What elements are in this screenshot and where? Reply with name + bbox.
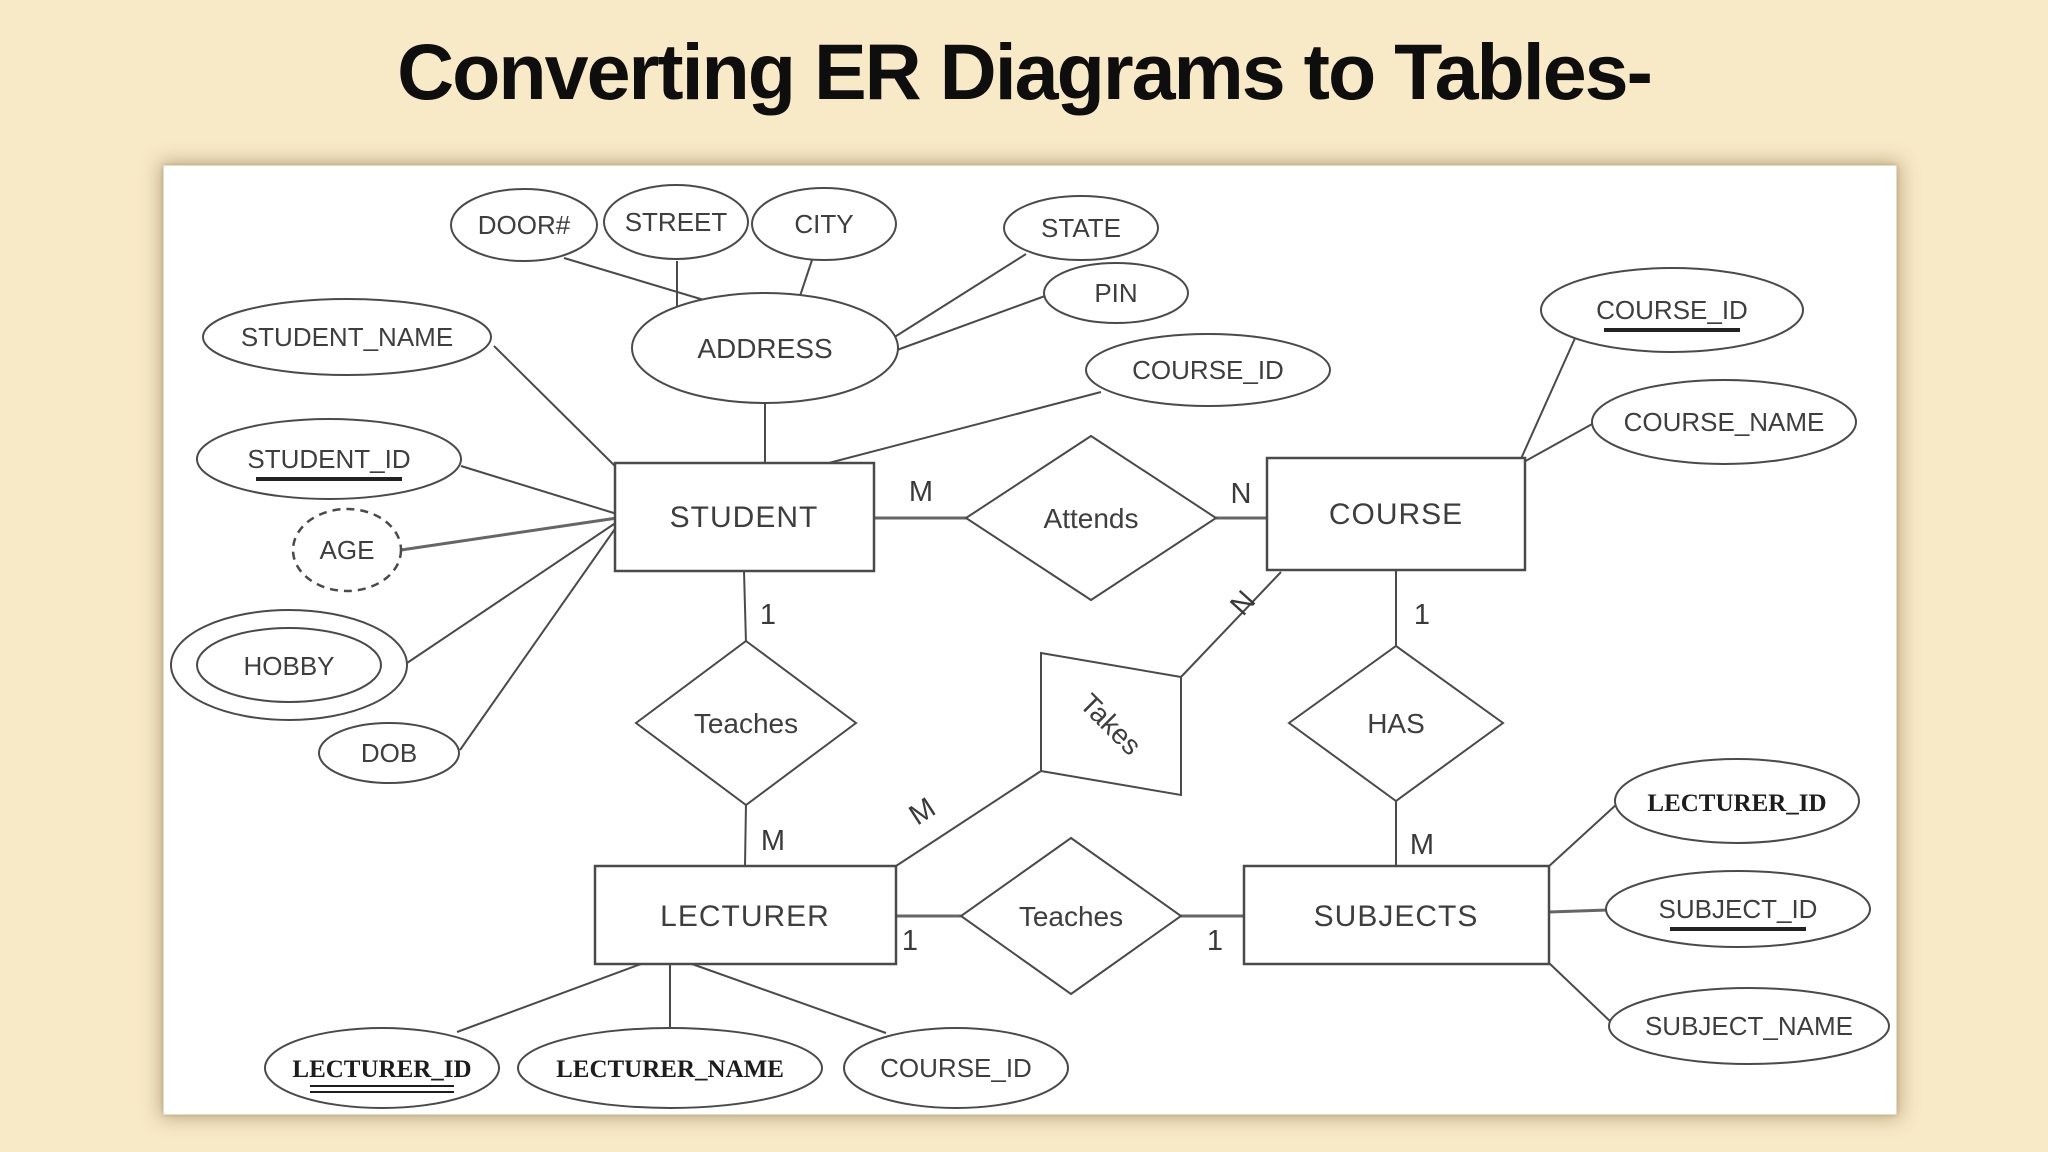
relationship-teaches-upper-label: Teaches [694, 708, 798, 739]
attribute-subject-name-label: SUBJECT_NAME [1645, 1011, 1853, 1041]
entity-student-label: STUDENT [670, 501, 819, 534]
key-underlines [256, 328, 1806, 1093]
attribute-hobby-ellipse-inner [196, 627, 382, 703]
entity-subjects-label: SUBJECTS [1314, 900, 1479, 933]
edge-lecturer-takes [895, 770, 1042, 867]
attribute-course-id-bottom-label: COURSE_ID [880, 1053, 1032, 1083]
entity-course-label: COURSE [1329, 498, 1463, 531]
cardinality-takes-m: M [904, 792, 942, 832]
attribute-subject-id-label: SUBJECT_ID [1659, 894, 1818, 924]
edge-subjects-lecturerid [1546, 803, 1618, 869]
edge-course-takes [1180, 571, 1282, 678]
cardinality-teaches-upper-m: M [761, 825, 785, 857]
edge-pin-address [896, 295, 1046, 351]
relationship-has-diamond [1287, 644, 1505, 803]
attribute-street-ellipse [603, 184, 749, 260]
attribute-dob-label: DOB [361, 738, 417, 768]
entity-lecturer-label: LECTURER [660, 900, 830, 933]
entity-student-box [613, 461, 876, 573]
attribute-subject-name-ellipse [1608, 987, 1890, 1065]
edge-teaches-lecturer [744, 802, 747, 867]
attribute-course-id-center-label: COURSE_ID [1132, 355, 1284, 385]
attribute-lecturer-id-right-ellipse [1614, 758, 1860, 844]
cardinality-has-1: 1 [1414, 599, 1430, 631]
edge-subjects-subjectid [1548, 908, 1609, 914]
edge-course-coursename [1521, 422, 1595, 464]
edge-state-address [892, 253, 1027, 339]
attribute-student-id-label: STUDENT_ID [247, 444, 410, 474]
connector-lines [400, 253, 1618, 1034]
entity-shapes [593, 456, 1551, 966]
edge-courseid-student [820, 391, 1102, 466]
edge-age-student [400, 516, 618, 552]
edge-subjects-subjectname [1548, 962, 1613, 1024]
relationship-has-label: HAS [1367, 708, 1425, 739]
edge-dob-student [459, 525, 618, 751]
er-diagram: STUDENT COURSE LECTURER SUBJECTS Attends… [170, 184, 1890, 1109]
edge-lecturer-courseid [691, 963, 887, 1034]
entity-subjects-box [1242, 864, 1551, 966]
relationship-shapes [634, 434, 1505, 996]
edge-door-address [563, 257, 725, 307]
relationship-teaches-upper-diamond [634, 639, 858, 807]
attribute-age-label: AGE [320, 535, 375, 565]
attribute-address-ellipse [631, 292, 899, 404]
attribute-state-ellipse [1003, 195, 1159, 261]
attribute-door-label: DOOR# [478, 210, 571, 240]
edge-lecturer-lecturerid [456, 963, 642, 1033]
cardinality-teaches-upper-1: 1 [760, 599, 776, 631]
attribute-pin-ellipse [1043, 262, 1189, 324]
cardinality-teaches-lower-right-1: 1 [1207, 925, 1223, 957]
attribute-student-name-label: STUDENT_NAME [241, 322, 453, 352]
edge-student-teaches [743, 570, 747, 644]
attribute-street-label: STREET [625, 207, 728, 237]
attribute-lecturer-id-right-label: LECTURER_ID [1647, 790, 1826, 817]
entity-course-box [1265, 456, 1527, 572]
relationship-teaches-lower-label: Teaches [1019, 901, 1123, 932]
attribute-course-name-ellipse [1591, 379, 1857, 465]
attribute-lecturer-name-label: LECTURER_NAME [556, 1056, 784, 1083]
relationship-takes-parallelogram [1040, 651, 1182, 797]
attribute-student-name-ellipse [202, 298, 492, 376]
cardinality-attends-n: N [1231, 478, 1252, 510]
attribute-course-id-bottom-ellipse [843, 1027, 1069, 1109]
attribute-state-label: STATE [1041, 213, 1121, 243]
cardinality-takes-n: N [1224, 585, 1262, 622]
cardinality-teaches-lower-left-1: 1 [902, 925, 918, 957]
er-diagram-panel: STUDENT COURSE LECTURER SUBJECTS Attends… [163, 165, 1897, 1115]
edge-course-courseid [1519, 335, 1577, 462]
attribute-hobby-label: HOBBY [243, 651, 334, 681]
relationship-attends-diamond [964, 434, 1218, 602]
attribute-pin-label: PIN [1094, 278, 1137, 308]
attribute-lecturer-id-bottom-label: LECTURER_ID [292, 1056, 471, 1083]
edge-studentid-student [460, 465, 618, 515]
attribute-course-id-key-label: COURSE_ID [1596, 295, 1748, 325]
cardinality-has-m: M [1410, 829, 1434, 861]
relationship-attends-label: Attends [1044, 503, 1139, 534]
relationship-teaches-lower-diamond [959, 836, 1183, 996]
attribute-address-label: ADDRESS [697, 333, 832, 364]
attribute-age-ellipse [291, 507, 403, 593]
edge-hobby-student [406, 521, 618, 664]
attribute-lecturer-name-ellipse [517, 1027, 823, 1109]
attribute-lecturer-id-bottom-ellipse [264, 1027, 500, 1109]
attribute-city-label: CITY [794, 209, 853, 239]
attribute-city-ellipse [751, 187, 897, 261]
attribute-course-id-center-ellipse [1085, 333, 1331, 407]
edge-studentname-student [493, 345, 618, 469]
cardinality-attends-m: M [909, 476, 933, 508]
attribute-door-ellipse [450, 188, 598, 262]
attribute-dob-ellipse [318, 722, 460, 784]
attribute-course-name-label: COURSE_NAME [1624, 407, 1825, 437]
slide-title: Converting ER Diagrams to Tables- [397, 27, 1653, 116]
entity-lecturer-box [593, 864, 898, 966]
